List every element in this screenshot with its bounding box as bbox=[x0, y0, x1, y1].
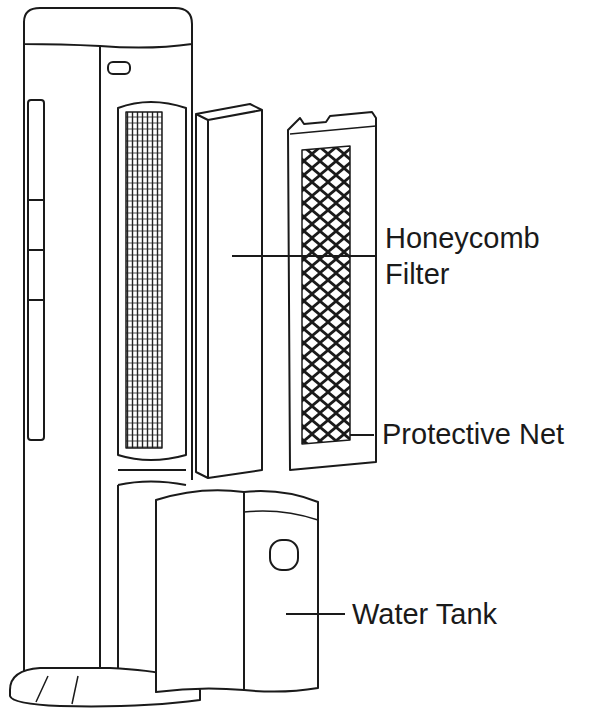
part-label: Honeycomb Filter bbox=[385, 220, 575, 292]
part-label: Water Tank bbox=[352, 596, 592, 632]
part-label: Protective Net bbox=[382, 416, 594, 452]
